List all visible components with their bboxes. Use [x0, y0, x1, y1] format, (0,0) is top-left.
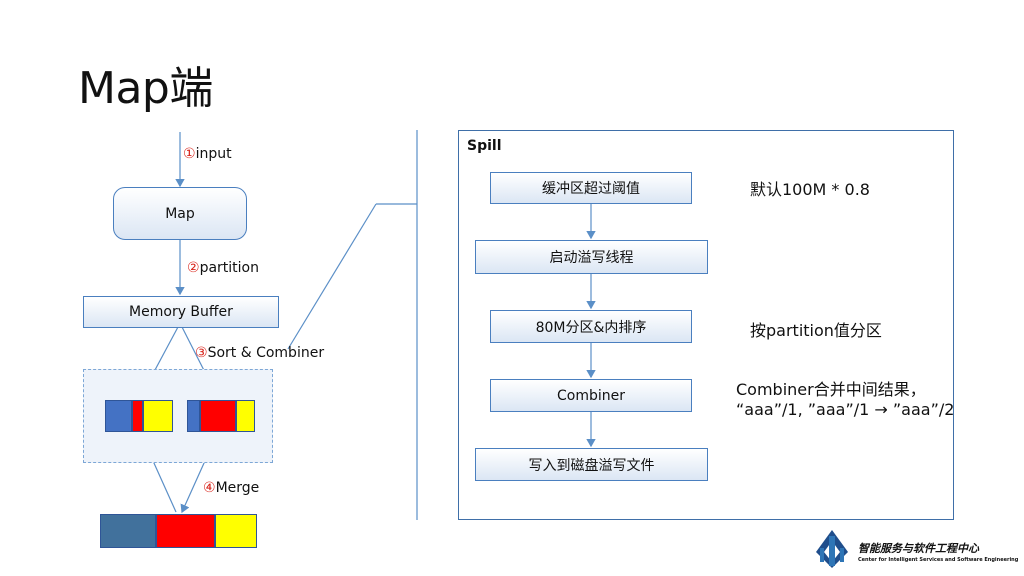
buffer1-yellow-segment	[143, 400, 173, 432]
merged-yellow-segment	[215, 514, 257, 548]
note-combiner-line2: “aaa”/1, ”aaa”/1 → ”aaa”/2	[736, 400, 955, 419]
spill-title: Spill	[467, 138, 502, 154]
memory-buffer-node: Memory Buffer	[83, 296, 279, 328]
logo-chinese-name: 智能服务与软件工程中心	[858, 542, 979, 555]
map-node-label: Map	[165, 205, 195, 222]
memory-buffer-label: Memory Buffer	[129, 304, 233, 320]
spill-step-combiner-label: Combiner	[557, 387, 625, 404]
step-merge-label: ④Merge	[203, 480, 260, 496]
note-threshold: 默认100M * 0.8	[750, 180, 870, 199]
spill-step-combiner: Combiner	[490, 379, 692, 412]
step-input-label: ①input	[183, 146, 232, 162]
buffer2-yellow-segment	[236, 400, 255, 432]
spill-step-write-disk: 写入到磁盘溢写文件	[475, 448, 708, 481]
note-combiner-line1: Combiner合并中间结果，	[736, 380, 926, 399]
page-title: Map端	[78, 63, 213, 114]
buffer1-red-segment	[132, 400, 143, 432]
spill-step-partition-sort: 80M分区&内排序	[490, 310, 692, 343]
spill-step-start-thread-label: 启动溢写线程	[549, 250, 634, 266]
buffer2-blue-segment	[187, 400, 200, 432]
spill-step-threshold-label: 缓冲区超过阈值	[542, 181, 640, 197]
spill-step-partition-sort-label: 80M分区&内排序	[535, 319, 647, 336]
spill-step-threshold: 缓冲区超过阈值	[490, 172, 692, 204]
note-partition: 按partition值分区	[750, 321, 882, 340]
buffer2-red-segment	[200, 400, 236, 432]
buffer1-blue-segment	[105, 400, 132, 432]
step-sort-combiner-label: ③Sort & Combiner	[195, 345, 325, 361]
merged-blue-segment	[100, 514, 156, 548]
spill-panel	[458, 130, 954, 520]
logo-english-name: Center for Intelligent Services and Soft…	[858, 557, 1019, 563]
step-partition-label: ②partition	[187, 260, 259, 276]
institute-logo-icon	[816, 530, 848, 568]
spill-step-start-thread: 启动溢写线程	[475, 240, 708, 274]
merged-red-segment	[156, 514, 215, 548]
callout-line	[287, 203, 377, 350]
map-node: Map	[113, 187, 247, 240]
spill-step-write-disk-label: 写入到磁盘溢写文件	[528, 457, 655, 474]
